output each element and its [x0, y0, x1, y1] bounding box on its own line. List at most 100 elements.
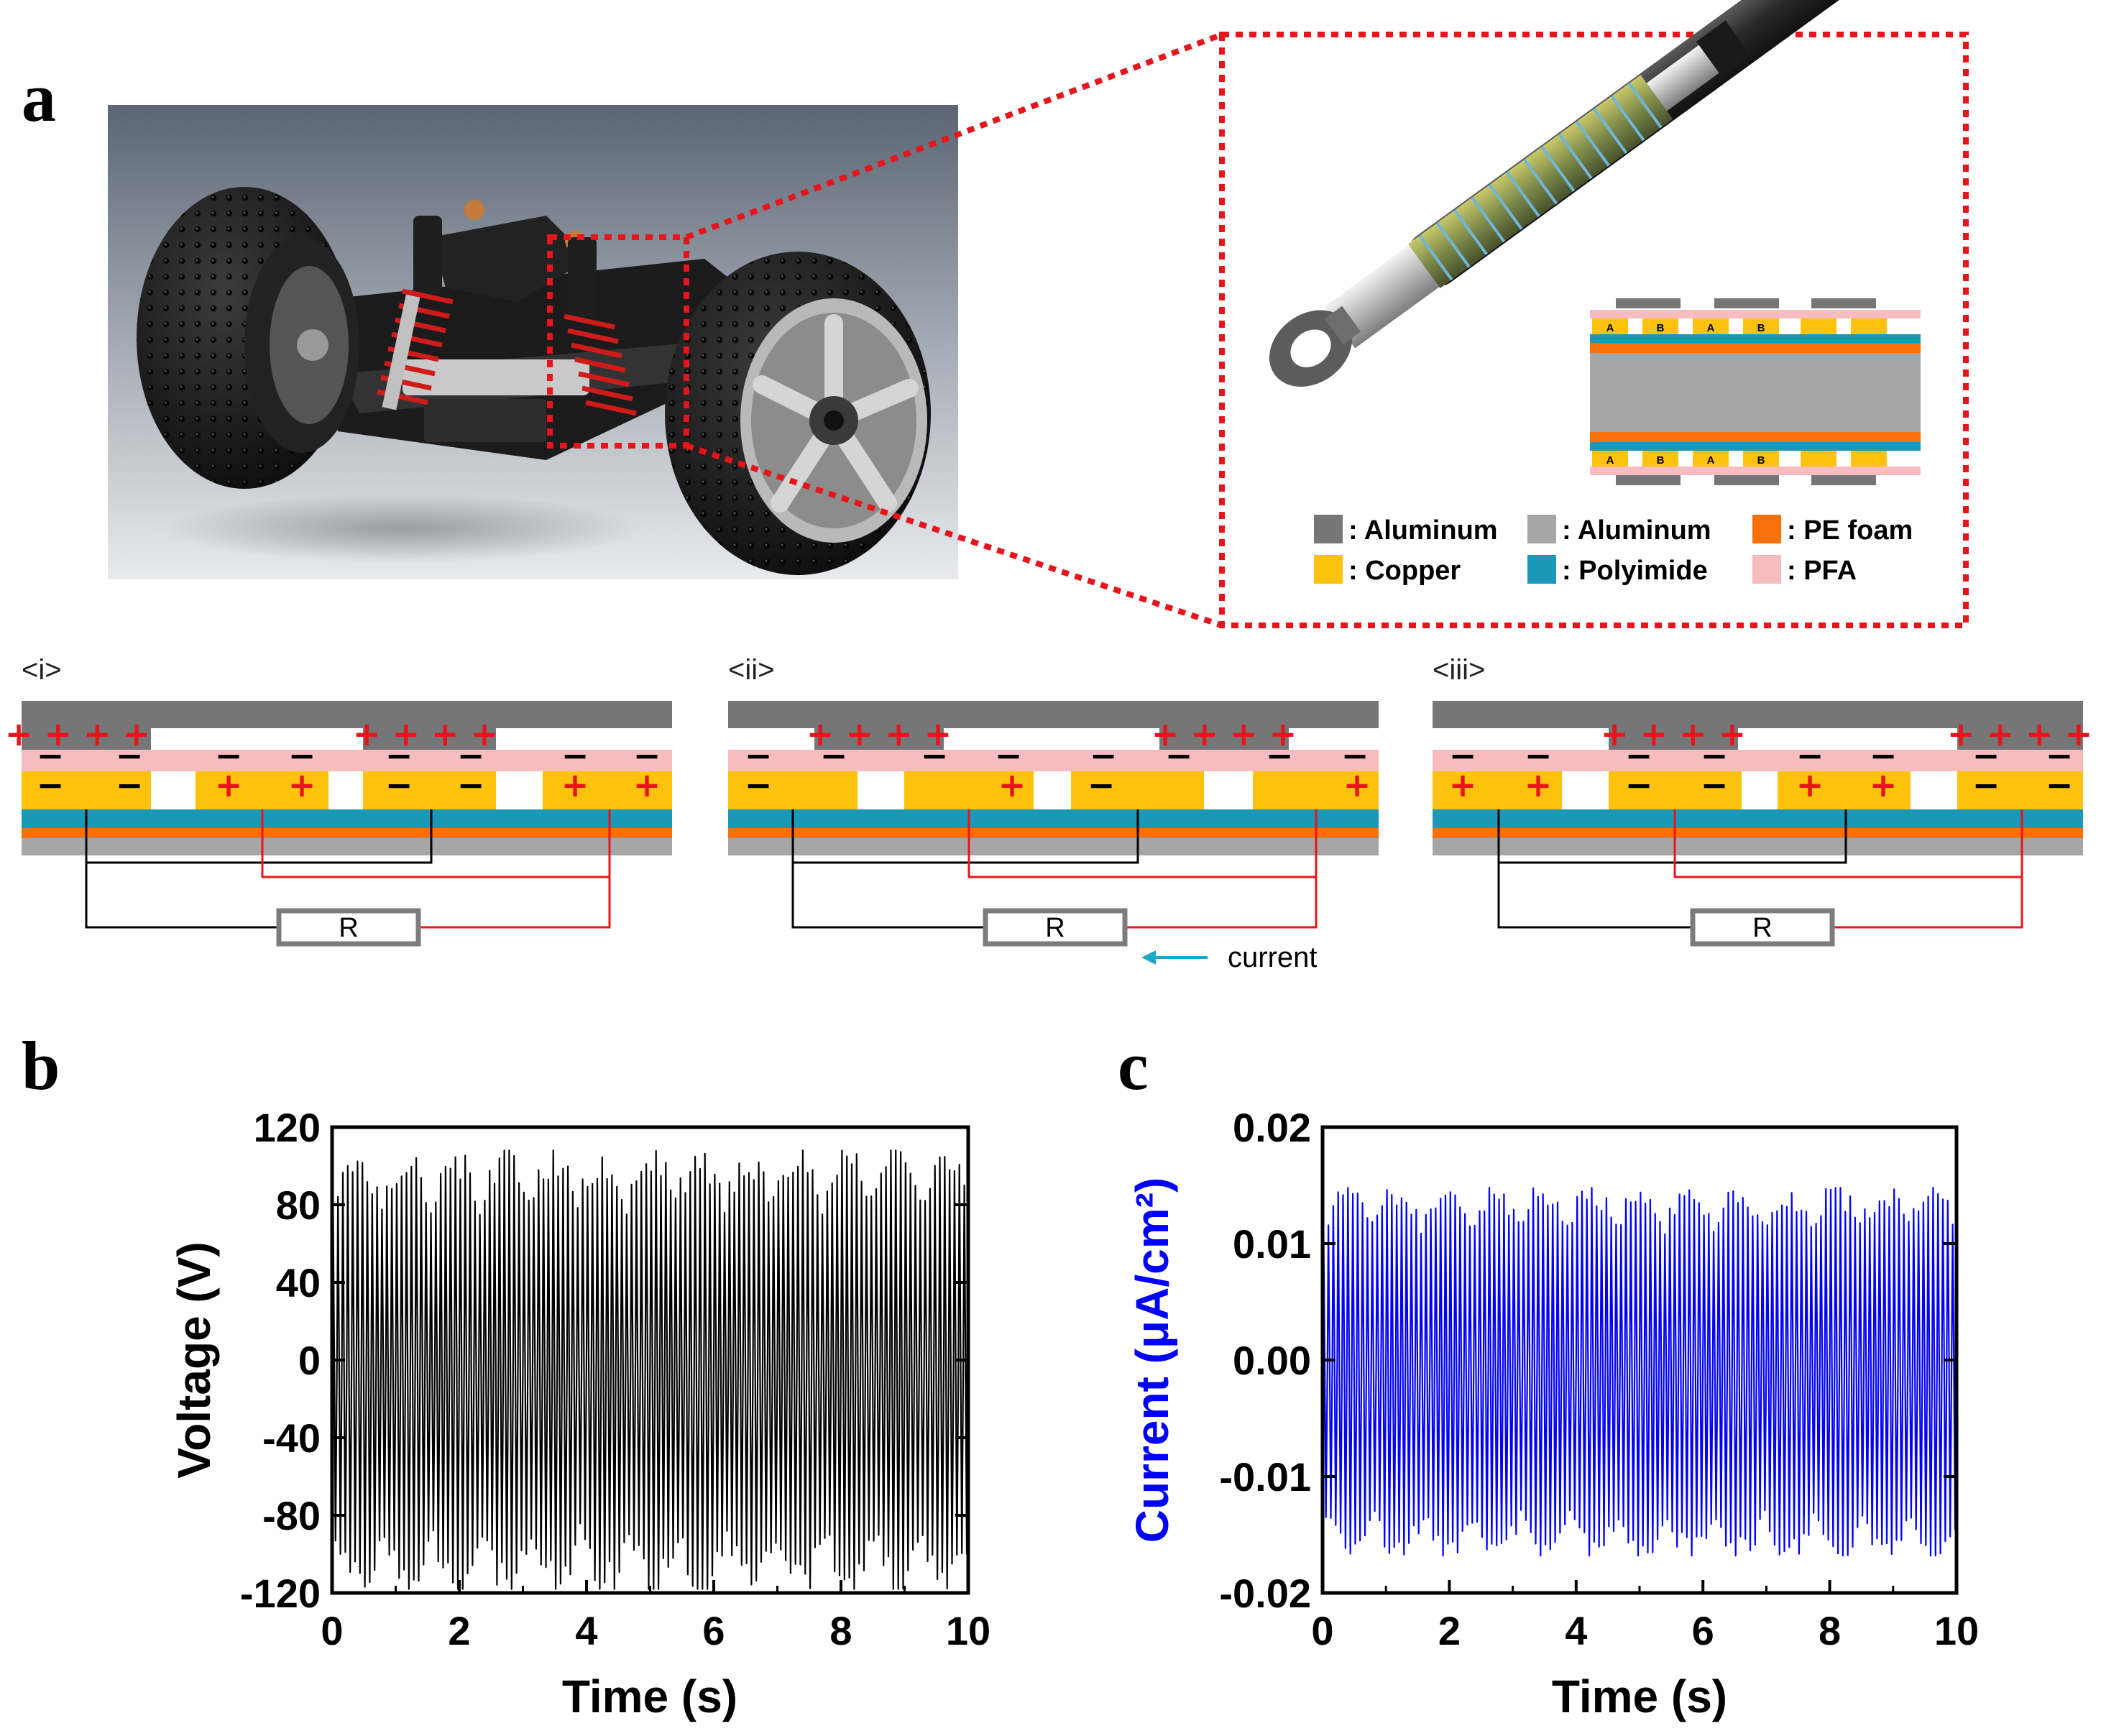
cross-section-inset: A B A B A B A B: [1590, 298, 1921, 485]
current-x-axis-label: Time (s): [1552, 1671, 1727, 1722]
copper-charge: +: [1796, 766, 1824, 804]
copper-charge: +: [1449, 766, 1477, 804]
legend-swatch: [1314, 515, 1343, 543]
pfa-charge: −: [1165, 736, 1193, 775]
copper-charge: −: [1972, 766, 2000, 804]
left-wheel: [137, 187, 359, 489]
resistor-label: R: [1045, 913, 1065, 943]
top-charge: + + + +: [5, 715, 150, 753]
state-label: <ii>: [728, 654, 775, 686]
pfa-charge: −: [1625, 736, 1653, 775]
y-tick-label: -0.02: [1219, 1571, 1311, 1616]
wire-black: [85, 809, 279, 929]
x-tick-label: 10: [946, 1608, 990, 1653]
wire-red: [967, 809, 1318, 878]
state-iii-schematic: <iii> + + + + + + + + − − − − − − − − + …: [1433, 654, 2092, 947]
legend-label: : Copper: [1348, 556, 1461, 586]
inset-label: B: [1757, 322, 1765, 334]
wire-red: [1125, 877, 1318, 929]
x-tick-label: 4: [1565, 1608, 1587, 1653]
copper-charge: −: [1088, 766, 1116, 804]
voltage-x-axis-label: Time (s): [562, 1671, 737, 1722]
current-trace: [1321, 1187, 1958, 1557]
current-arrowhead: [1141, 950, 1156, 965]
inset-label: B: [1757, 454, 1765, 467]
inset-label: A: [1707, 454, 1715, 467]
pfa-charge: −: [37, 736, 65, 775]
y-tick-label: -120: [240, 1571, 321, 1616]
y-tick-label: 120: [254, 1105, 321, 1150]
y-tick-label: 0.01: [1233, 1221, 1311, 1267]
x-tick-label: 4: [575, 1608, 597, 1653]
shock-absorber-render: [1269, 0, 1852, 387]
zoom-line-bottom: [685, 443, 1223, 628]
pfa-charge: −: [2046, 736, 2074, 775]
state-i-schematic: <i> + + + + + + + + − − − − − − − − − − …: [5, 654, 672, 947]
x-tick-label: 0: [321, 1608, 343, 1653]
wire-red: [418, 877, 611, 929]
pfa-charge: −: [1090, 736, 1118, 775]
pfa-charge: −: [385, 736, 413, 775]
y-tick-label: -80: [262, 1493, 321, 1538]
voltage-trace: [331, 1149, 970, 1590]
top-charge: + + + +: [353, 715, 498, 753]
copper-charge: +: [1343, 766, 1371, 804]
pfa-charge: −: [457, 736, 485, 775]
pfa-charge: −: [288, 736, 316, 775]
top-charge: + + + +: [1151, 715, 1297, 753]
wire-black: [793, 809, 1139, 864]
material-legend: : Aluminum : Aluminum : PE foam : Copper…: [1314, 515, 1913, 586]
pfa-charge: −: [1796, 736, 1824, 775]
legend-swatch: [1527, 515, 1556, 543]
y-tick-label: -40: [262, 1415, 321, 1461]
shock-highlight-box: [547, 234, 689, 449]
legend-swatch: [1752, 515, 1781, 543]
pfa-charge: −: [1449, 736, 1477, 775]
top-charge: + + + +: [1601, 715, 1746, 753]
right-wheel: [665, 252, 931, 575]
wire-black: [86, 809, 433, 864]
resistor-label: R: [339, 913, 358, 943]
copper-charge: −: [385, 766, 413, 804]
series-line: [1321, 1187, 1958, 1557]
copper-charge: −: [37, 766, 65, 804]
top-charge: + + + +: [806, 715, 952, 753]
wire-red: [1673, 809, 2023, 878]
voltage-y-axis-label: Voltage (V): [168, 1241, 220, 1479]
pfa-charge: −: [745, 736, 773, 775]
x-tick-label: 6: [702, 1608, 725, 1653]
pfa-charge: −: [1701, 736, 1729, 775]
current-label: current: [1228, 942, 1318, 973]
x-tick-label: 2: [448, 1608, 470, 1653]
wire-black: [1497, 809, 1693, 929]
legend-swatch: [1752, 555, 1781, 584]
current-y-axis-label: Current (μA/cm²): [1126, 1177, 1178, 1543]
wire-black: [791, 809, 985, 929]
resistor: [983, 908, 1128, 947]
resistor: [1690, 908, 1835, 947]
inset-label: B: [1657, 322, 1665, 334]
state-ii-schematic: <ii> + + + + + + + + − − − − − − − − − +…: [728, 654, 1379, 973]
copper-charge: +: [215, 766, 243, 804]
legend-label: : Aluminum: [1348, 515, 1498, 546]
x-tick-label: 8: [1819, 1608, 1841, 1653]
legend-swatch: [1527, 555, 1556, 584]
resistor-label: R: [1752, 913, 1772, 943]
zoom-box: [1219, 32, 1969, 628]
y-tick-label: 0: [298, 1338, 321, 1383]
copper-charge: −: [1625, 766, 1653, 804]
x-tick-label: 2: [1438, 1608, 1461, 1653]
pfa-charge: −: [1266, 736, 1294, 775]
inset-label: B: [1657, 454, 1665, 467]
copper-charge: +: [1870, 766, 1898, 804]
pfa-charge: −: [1341, 736, 1369, 775]
wire-red: [261, 809, 611, 878]
inset-label: A: [1707, 322, 1715, 334]
pfa-charge: −: [995, 736, 1023, 775]
pfa-charge: −: [921, 736, 949, 775]
copper-charge: +: [288, 766, 316, 804]
